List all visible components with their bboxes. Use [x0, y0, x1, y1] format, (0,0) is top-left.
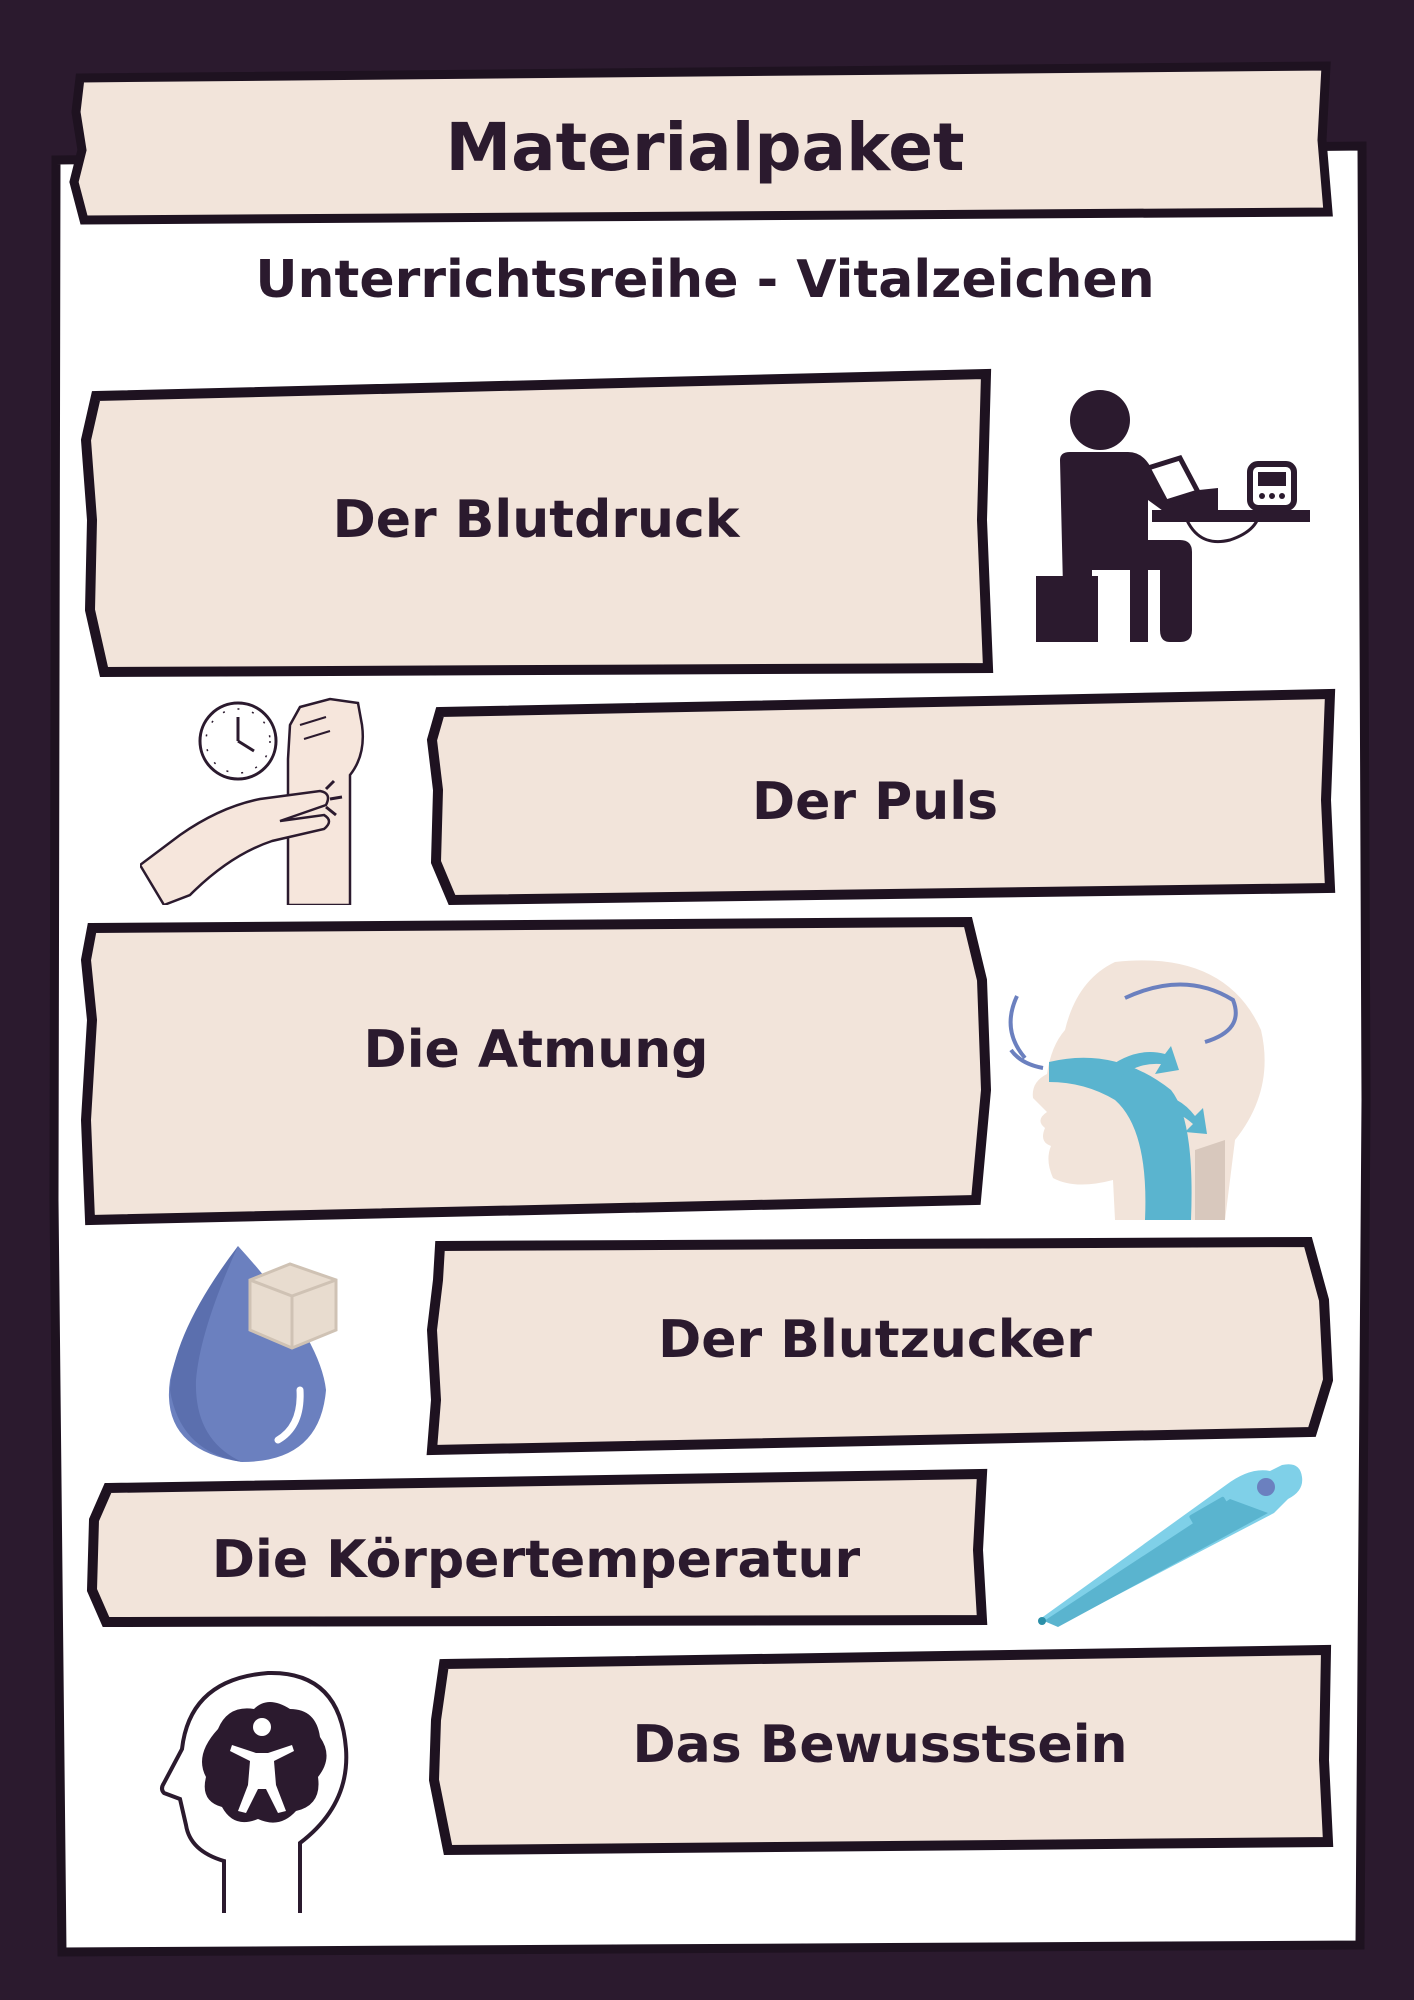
- panel-bewusstsein: [428, 1644, 1334, 1856]
- blood-sugar-drop-icon: [168, 1246, 338, 1462]
- panel-blutzucker: [426, 1236, 1334, 1456]
- pulse-check-icon: [140, 697, 364, 905]
- blood-pressure-icon: [1036, 390, 1310, 642]
- topic-blutdruck: Der Blutdruck: [332, 490, 740, 550]
- panel-blutdruck: [80, 368, 994, 678]
- brain-head-icon: [160, 1670, 349, 1913]
- topic-bewusstsein: Das Bewusstsein: [632, 1715, 1128, 1775]
- topic-blutzucker: Der Blutzucker: [658, 1310, 1092, 1370]
- page-subtitle: Unterrichtsreihe - Vitalzeichen: [255, 250, 1155, 310]
- topic-puls: Der Puls: [751, 772, 999, 832]
- breathing-head-icon: [1008, 960, 1265, 1220]
- panel-puls: [426, 688, 1336, 906]
- thermometer-icon: [1038, 1464, 1303, 1627]
- panel-atmung: [80, 916, 992, 1226]
- panel-koerpertemperatur: [86, 1468, 988, 1628]
- page-title: Materialpaket: [445, 108, 965, 186]
- topic-atmung: Die Atmung: [363, 1020, 709, 1080]
- topic-koerpertemperatur: Die Körpertemperatur: [211, 1530, 861, 1590]
- header-banner: [69, 61, 1333, 225]
